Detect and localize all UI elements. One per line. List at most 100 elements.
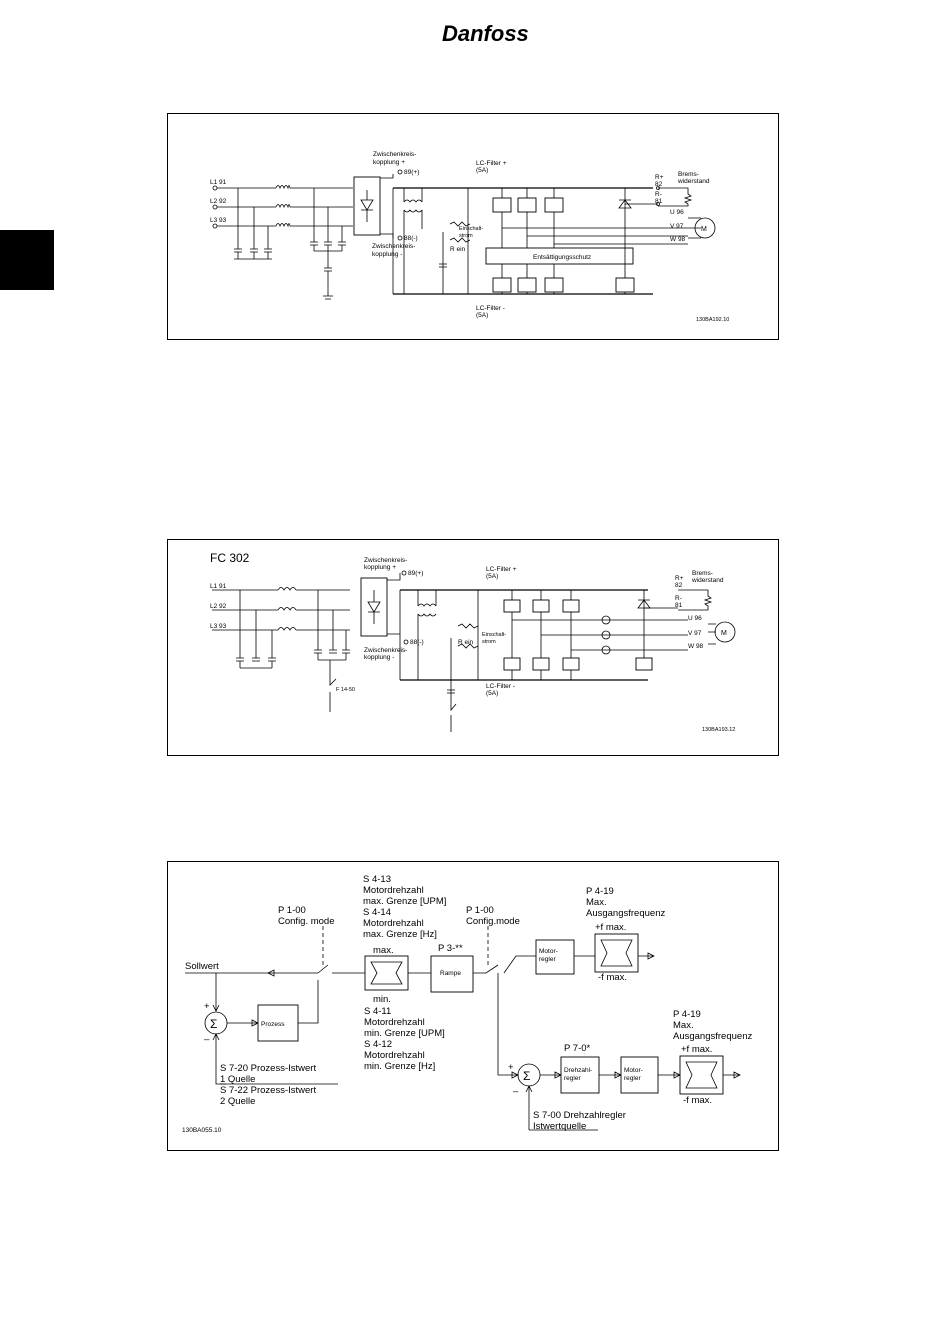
- brake-res-label-1: Brems-: [678, 171, 699, 178]
- p1-00-a-label: P 1-00: [278, 905, 306, 916]
- s7-20-label: S 7-20 Prozess-Istwert: [220, 1063, 316, 1074]
- p1-00-b-label: P 1-00: [466, 905, 494, 916]
- dc-plus-label-1: Zwischenkreis-: [364, 557, 407, 564]
- s4-11-line2: Motordrehzahl: [364, 1017, 425, 1028]
- speed-controller-block: [560, 1056, 600, 1094]
- s7-00-label: S 7-00 Drehzahlregler: [533, 1110, 626, 1121]
- r-ein-label: R ein: [450, 246, 466, 253]
- motor-regler-2-line1: Motor-: [624, 1067, 643, 1074]
- dc-plus-terminal: 89(+): [404, 169, 419, 176]
- p4-19-a-label: P 4-19: [586, 886, 614, 897]
- brake-rplus: R+: [675, 575, 684, 582]
- dc-minus-label-1: Zwischenkreis-: [372, 243, 415, 250]
- brand-name: Danfoss: [442, 21, 529, 46]
- output-w: W 98: [670, 236, 686, 243]
- sum2-plus: +: [508, 1062, 514, 1073]
- sollwert-label: Sollwert: [185, 961, 219, 972]
- sum1-minus: –: [204, 1034, 210, 1045]
- brake-rminus: R-: [675, 595, 682, 602]
- fmax-neg-b: -f max.: [683, 1095, 712, 1106]
- protection-label: Entsättigungsschutz: [533, 254, 591, 261]
- input-l2: L2 92: [210, 603, 227, 610]
- p3-label: P 3-**: [438, 943, 463, 954]
- s7-20-line2: 1 Quelle: [220, 1074, 255, 1085]
- s7-00-line2: Istwertquelle: [533, 1121, 586, 1132]
- brake-82: 82: [675, 582, 683, 589]
- lc-minus-label-1: LC-Filter -: [476, 305, 505, 312]
- circuit-diagram-2: FC 302 L1 91 L2 92 L3 93 F 14-50 Zwische…: [167, 539, 779, 756]
- lc-minus-label-2: (5A): [476, 312, 488, 319]
- lc-plus-label-1: LC-Filter +: [476, 160, 507, 167]
- brake-81: 81: [675, 602, 683, 609]
- output-w: W 98: [688, 643, 704, 650]
- diagram-code: 130BA193.12: [702, 727, 735, 733]
- dc-link: [392, 187, 471, 295]
- drehzahl-regler-line1: Drehzahl-: [564, 1067, 592, 1074]
- input-l1: L1 91: [210, 179, 227, 186]
- output-u: U 96: [688, 615, 702, 622]
- motor-label: M: [701, 226, 707, 233]
- s4-14-label: S 4-14: [363, 907, 391, 918]
- max-label: max.: [373, 945, 394, 956]
- p4-19-a-line2: Max.: [586, 897, 607, 908]
- lc-minus-label-1: LC-Filter -: [486, 683, 515, 690]
- brake-81: 81: [655, 198, 663, 205]
- s4-11-line3: min. Grenze [UPM]: [364, 1028, 445, 1039]
- drehzahl-regler-line2: regler: [564, 1075, 581, 1082]
- p7-0-label: P 7-0*: [564, 1043, 591, 1054]
- lc-plus-label-2: (5A): [476, 167, 488, 174]
- input-l3: L3 93: [210, 623, 227, 630]
- dc-plus-label-2: kopplung +: [373, 159, 405, 166]
- diagram-title: FC 302: [210, 551, 250, 565]
- sum2-symbol: Σ: [523, 1069, 530, 1083]
- switch-label: F 14-50: [336, 687, 355, 693]
- s4-13-line2: Motordrehzahl: [363, 885, 424, 896]
- process-block: [257, 1004, 299, 1042]
- ramp-label: Rampe: [440, 970, 461, 977]
- input-l2: L2 92: [210, 198, 227, 205]
- dc-minus-label-2: kopplung -: [364, 654, 394, 661]
- motor-symbol: [694, 217, 716, 239]
- s4-12-line2: Motordrehzahl: [364, 1050, 425, 1061]
- s4-12-label: S 4-12: [364, 1039, 392, 1050]
- dc-minus-terminal: 88(-): [410, 639, 424, 646]
- dc-plus-terminal: 89(+): [408, 570, 423, 577]
- s4-12-line3: min. Grenze [Hz]: [364, 1061, 435, 1072]
- motor-label: M: [721, 630, 727, 637]
- s4-14-line3: max. Grenze [Hz]: [363, 929, 437, 940]
- motor-symbol: [714, 621, 736, 643]
- inrush-label-2: strom: [459, 233, 473, 239]
- diagram-code: 130BA192.10: [696, 317, 729, 323]
- brake-res-label-2: widerstand: [691, 577, 724, 584]
- chapter-tab: [0, 230, 54, 290]
- r-ein-label: R ein: [458, 639, 474, 646]
- fmax-pos-b: +f max.: [681, 1044, 712, 1055]
- speed-limit-block: [364, 955, 409, 991]
- s4-14-line2: Motordrehzahl: [363, 918, 424, 929]
- input-l1: L1 91: [210, 583, 227, 590]
- brake-res-label-1: Brems-: [692, 570, 713, 577]
- s4-13-line3: max. Grenze [UPM]: [363, 896, 446, 907]
- s4-11-label: S 4-11: [364, 1006, 391, 1017]
- motor-controller-block-2: [620, 1056, 659, 1094]
- inverter-bridge: [467, 187, 688, 295]
- brake-res-label-2: widerstand: [677, 178, 710, 185]
- fmax-pos-a: +f max.: [595, 922, 626, 933]
- mains-inputs: L1 91 L2 92 L3 93: [210, 179, 353, 300]
- control-block-diagram: S 4-13 Motordrehzahl max. Grenze [UPM] S…: [167, 861, 779, 1151]
- p4-19-b-line3: Ausgangsfrequenz: [673, 1031, 752, 1042]
- output-v: V 97: [670, 223, 684, 230]
- output-v: V 97: [688, 630, 702, 637]
- dc-minus-label-1: Zwischenkreis-: [364, 647, 407, 654]
- circuit-diagram-1: L1 91 L2 92 L3 93 Zwischenkreis- kopplun…: [167, 113, 779, 340]
- min-label: min.: [373, 994, 391, 1005]
- p1-00-b-line2: Config.mode: [466, 916, 520, 927]
- motor-controller-block-1: [535, 939, 575, 975]
- p4-19-b-label: P 4-19: [673, 1009, 701, 1020]
- s7-22-label: S 7-22 Prozess-Istwert: [220, 1085, 316, 1096]
- process-label: Prozess: [261, 1021, 285, 1028]
- fmax-neg-a: -f max.: [598, 972, 627, 983]
- dc-plus-label-2: kopplung +: [364, 564, 396, 571]
- brake-rplus: R+: [655, 174, 664, 181]
- inrush-label-1: Einschalt-: [459, 226, 483, 232]
